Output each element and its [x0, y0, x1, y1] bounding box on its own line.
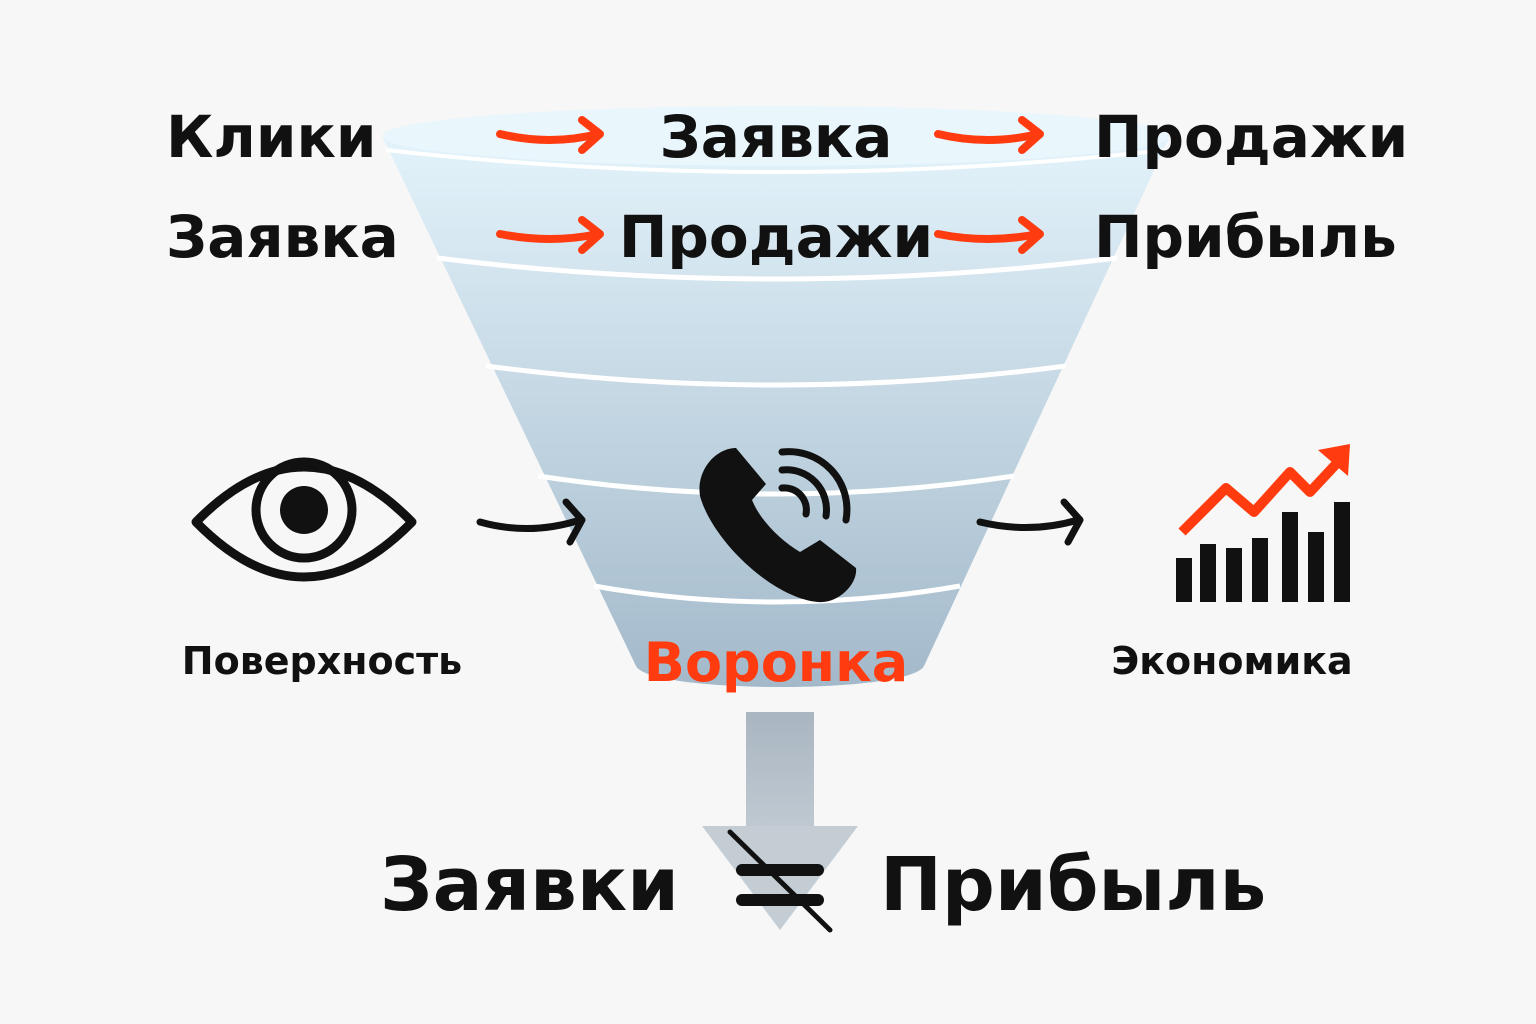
surface-to-funnel-arrow — [480, 502, 582, 542]
economy-label: Экономика — [1111, 642, 1352, 680]
flow-1-from: Клики — [166, 108, 377, 166]
eye-icon — [196, 462, 412, 577]
funnel-label: Воронка — [644, 636, 908, 690]
conclusion-left: Заявки — [380, 848, 679, 922]
flow-2-to: Прибыль — [1094, 208, 1397, 266]
conclusion-right: Прибыль — [880, 848, 1266, 922]
growth-chart-icon — [1176, 444, 1350, 602]
flow-1-middle: Заявка — [660, 108, 893, 166]
flow-2-middle: Продажи — [619, 208, 933, 266]
flow-2-from: Заявка — [166, 208, 399, 266]
funnel — [382, 106, 1170, 687]
surface-label: Поверхность — [182, 642, 462, 680]
flow-1-to: Продажи — [1094, 108, 1408, 166]
